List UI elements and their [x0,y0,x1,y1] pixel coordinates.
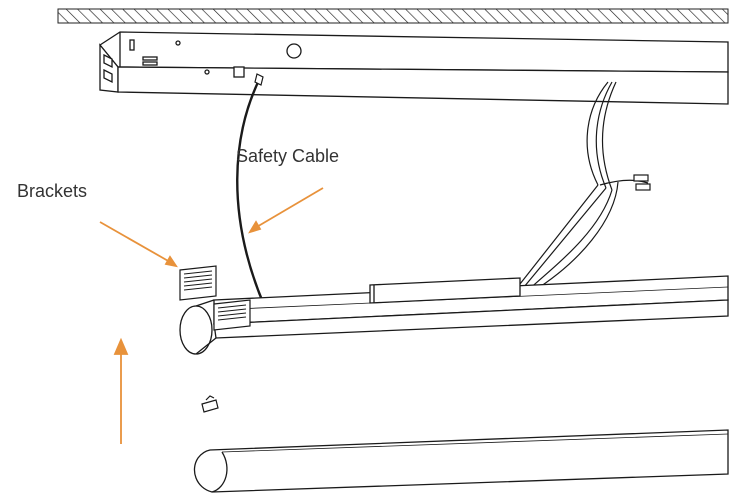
safety-cable [236,73,266,306]
bracket [213,299,251,331]
supply-wires [519,81,651,293]
brackets-leader [99,221,171,263]
safety-cable-leader [254,187,324,229]
safety-cable-leader-head [248,220,262,234]
bracket [179,265,217,301]
driver-box [369,277,521,304]
arrow-up-head [113,337,129,355]
clip-part [201,395,219,413]
safety-cable-label: Safety Cable [236,146,340,166]
brackets-leader-head [164,255,178,268]
ceiling-hatch [57,8,729,24]
lens-diffuser [193,429,729,493]
mounting-channel [99,31,729,105]
leader-arrows [99,187,324,444]
light-fixture-body [179,275,729,355]
brackets-label: Brackets [17,181,88,201]
